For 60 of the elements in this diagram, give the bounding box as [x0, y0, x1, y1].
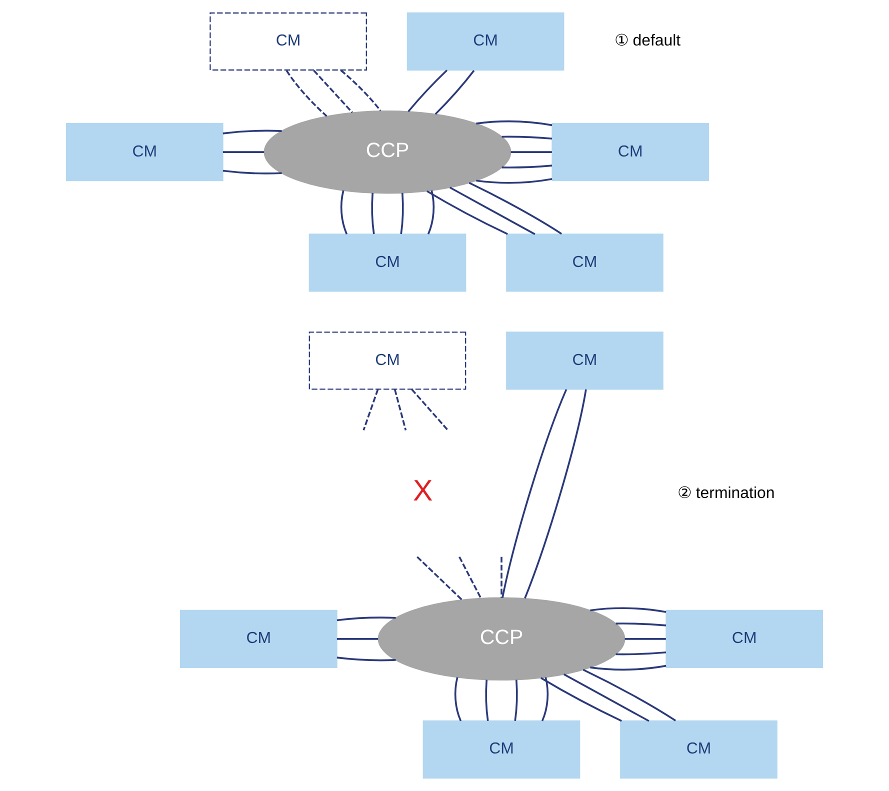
connector [427, 190, 435, 234]
connector [222, 130, 282, 134]
connector [336, 616, 396, 622]
connector [502, 389, 568, 598]
connector [582, 668, 676, 722]
connector [541, 677, 549, 722]
connector [362, 389, 379, 430]
connector [411, 388, 449, 431]
node-ellipse: CCP [264, 110, 512, 194]
connector [540, 677, 622, 722]
connector [500, 556, 502, 598]
node-box: CM [666, 610, 824, 668]
connector [510, 151, 552, 153]
node-box: CM [210, 12, 367, 71]
node-box: CM [180, 610, 338, 668]
connector [590, 607, 666, 613]
label: ① default [614, 32, 681, 50]
connector [371, 192, 375, 234]
connector [336, 638, 378, 640]
connector [454, 677, 462, 722]
connector [416, 556, 462, 600]
node-box: CM [506, 234, 664, 292]
connector [340, 190, 348, 234]
connector [563, 674, 650, 722]
connector [449, 186, 536, 235]
connector [485, 680, 489, 721]
node-box: CM [552, 123, 709, 182]
connector [524, 389, 587, 599]
connector [336, 656, 396, 662]
connector [502, 136, 552, 140]
connector [476, 178, 552, 184]
connector [458, 556, 482, 599]
node-box: CM [66, 123, 224, 182]
connector [502, 164, 552, 168]
connector [476, 120, 552, 126]
connector [468, 182, 562, 235]
node-box: CM [308, 234, 466, 292]
label: ② termination [677, 484, 775, 502]
connector [514, 680, 518, 721]
node-box: CM [308, 332, 466, 390]
node-box: CM [506, 332, 664, 390]
connector [222, 151, 264, 153]
connector [394, 389, 407, 430]
node-box: CM [406, 12, 564, 71]
connector [426, 190, 508, 235]
connector [313, 70, 353, 114]
connector [434, 70, 475, 115]
connector [400, 192, 404, 234]
node-ellipse: CCP [378, 597, 626, 681]
connector [616, 622, 666, 626]
connector [340, 70, 382, 112]
connector [590, 664, 666, 671]
node-box: CM [422, 720, 580, 779]
connector [616, 651, 666, 656]
label: X [412, 474, 433, 508]
connector [624, 638, 666, 640]
connector [222, 170, 282, 174]
node-box: CM [620, 720, 778, 779]
connector [408, 70, 448, 112]
connector [286, 70, 328, 117]
